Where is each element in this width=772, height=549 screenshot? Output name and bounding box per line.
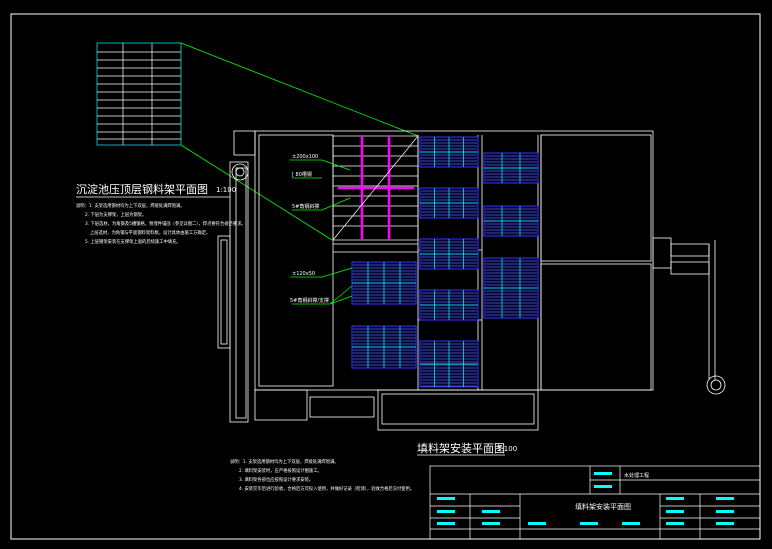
upper-notes: 说明：1. 支架选用钢材均为上下双层，焊接处满焊饱满。 2. 下层为支撑架，上层… <box>76 202 246 245</box>
title-block-drawing-name: 填料架安装平面图 <box>575 502 631 511</box>
label-1: ±200x100 <box>292 154 318 160</box>
drawing-border <box>10 13 761 540</box>
lower-note: 4. 安装完毕后进行验收，合格后方可投入使用，并做好记录（检测），验收合格后交付… <box>239 485 414 492</box>
filler-racks <box>351 136 539 388</box>
title-block-stamps <box>437 472 734 525</box>
label-2: [ 80槽钢 <box>292 171 312 178</box>
detail-scale: 1:100 <box>216 186 236 194</box>
upper-note: 3. 下层选材，为角钢及5槽钢格，预埋件锚固（参见详图二），焊点要符合规范要求。 <box>85 220 246 227</box>
label-4: ±120x50 <box>292 271 315 277</box>
diagonal-brace <box>332 135 419 241</box>
title-block <box>429 465 761 540</box>
detail-table <box>96 42 182 146</box>
round-pits <box>231 163 726 395</box>
lower-notes: 说明：1. 支架选用钢材均为上下双层，焊接处满焊饱满。 2. 填料架安装时，应严… <box>230 458 414 492</box>
lower-note: 3. 填料架各部位应按照设计要求安装。 <box>239 476 313 483</box>
detail-title: 沉淀池压顶层钢料架平面图 <box>76 182 208 196</box>
annotation-leaders <box>290 159 353 305</box>
title-block-project: 水处理工程 <box>624 472 649 479</box>
main-title: 填料架安装平面图 <box>417 441 505 455</box>
steel-frame-area <box>332 135 419 241</box>
lower-note: 说明：1. 支架选用钢材均为上下双层，焊接处满焊饱满。 <box>230 458 339 465</box>
lower-note: 2. 填料架安装时，应严格按照设计图施工。 <box>239 467 322 474</box>
upper-note: 5. 上层钢架安装在支撑架上面的后续施工中填充。 <box>85 238 181 245</box>
label-5: 5#角钢斜撑/支撑 <box>290 297 329 304</box>
upper-note: 说明：1. 支架选用钢材均为上下双层，焊接处满焊饱满。 <box>76 202 185 209</box>
label-3: 5#角钢斜撑 <box>292 203 319 210</box>
upper-note: 上层选材，为角钢与平面钢料架料框，设计具体由施工方确定。 <box>90 229 210 236</box>
building-outline <box>217 130 716 431</box>
steel-beams <box>338 136 414 240</box>
leader-lines <box>180 42 419 241</box>
main-scale: 1:100 <box>497 445 517 453</box>
upper-note: 2. 下层为支撑架，上层为钢架。 <box>85 211 146 218</box>
